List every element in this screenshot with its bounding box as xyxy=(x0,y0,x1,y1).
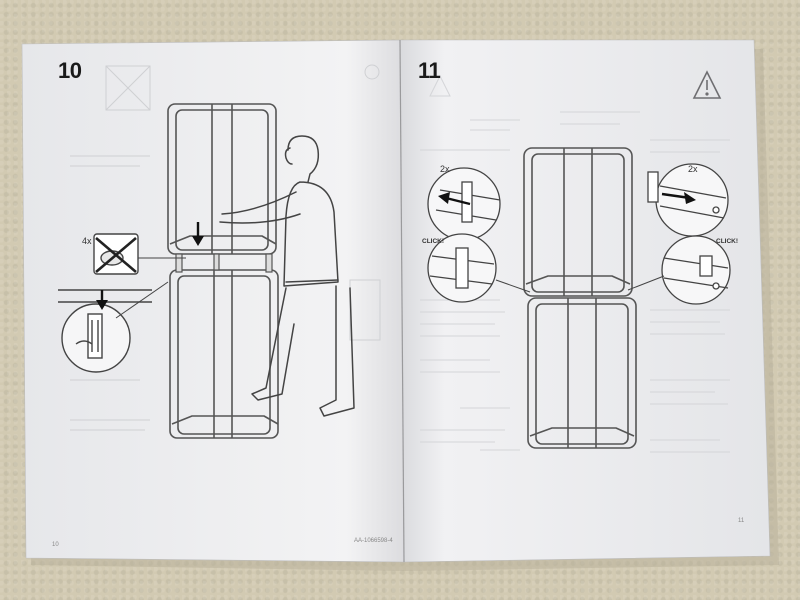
page-number-right: 11 xyxy=(738,518,745,524)
document-code: AA-1066598-4 xyxy=(354,538,393,544)
left-arrow-icon xyxy=(438,192,471,206)
upper-frame-right xyxy=(523,147,633,297)
detail-circles-right xyxy=(627,163,731,305)
right-arrow-icon xyxy=(661,192,696,204)
forbidden-tool-detail xyxy=(93,233,186,275)
spine-fold xyxy=(399,39,405,563)
upper-frame-left xyxy=(167,103,277,255)
left-page xyxy=(21,39,405,563)
person-illustration xyxy=(219,135,355,417)
down-arrow-detail-icon xyxy=(96,290,108,310)
multiplier-4x: 4x xyxy=(82,236,92,246)
lower-frame-right xyxy=(527,297,637,449)
click-label-right: CLICK! xyxy=(716,238,739,245)
page-number-left: 10 xyxy=(52,542,59,548)
multiplier-2x-left: 2x xyxy=(440,164,450,174)
multiplier-2x-right: 2x xyxy=(688,164,698,174)
warning-triangle-icon xyxy=(692,70,722,99)
connector-pins-left xyxy=(175,253,273,273)
step-number-11: 11 xyxy=(418,58,441,83)
detail-circles-left xyxy=(427,167,531,303)
show-through-left xyxy=(70,64,381,431)
click-label-left: CLICK! xyxy=(422,238,445,245)
down-arrow-icon xyxy=(192,222,204,246)
step-number-10: 10 xyxy=(58,58,82,83)
lower-frame-left xyxy=(169,269,279,439)
